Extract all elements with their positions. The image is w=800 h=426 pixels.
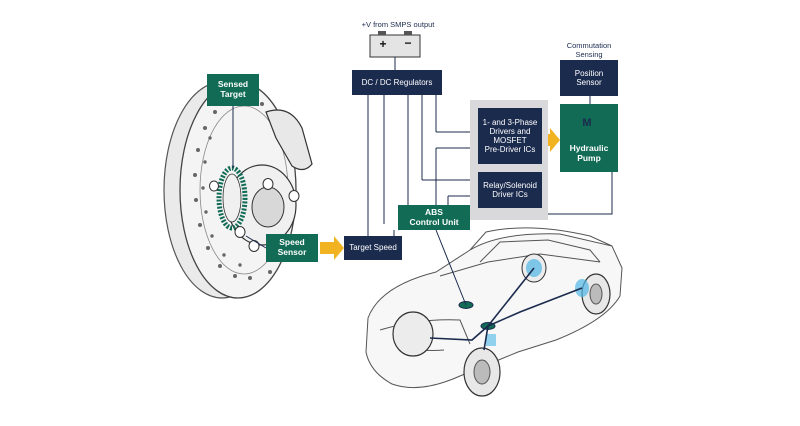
relay-driver-block: Relay/Solenoid Driver ICs <box>478 172 542 208</box>
brake-disc-illustration <box>163 81 313 299</box>
battery-plus-label: + <box>379 37 387 51</box>
commutation-label: Commutation Sensing <box>566 41 612 59</box>
dc-regulators-block: DC / DC Regulators <box>352 70 442 95</box>
sensed-target-label: Sensed Target <box>207 74 259 106</box>
target-speed-block: Target Speed <box>344 236 402 260</box>
abs-control-unit-block: ABS Control Unit <box>398 205 470 230</box>
supply-label: +V from SMPS output <box>361 20 435 29</box>
speed-sensor-label: Speed Sensor <box>266 234 318 262</box>
hydraulic-pump-label: Hydraulic Pump <box>569 143 609 164</box>
drivers-block: 1- and 3-Phase Drivers and MOSFET Pre-Dr… <box>478 108 542 164</box>
car-illustration <box>365 227 623 397</box>
position-sensor-block: Position Sensor <box>560 60 618 96</box>
battery-minus-label: − <box>404 36 412 50</box>
hydraulic-pump-block: Hydraulic Pump <box>560 104 618 172</box>
motor-symbol-label: M <box>582 117 592 129</box>
